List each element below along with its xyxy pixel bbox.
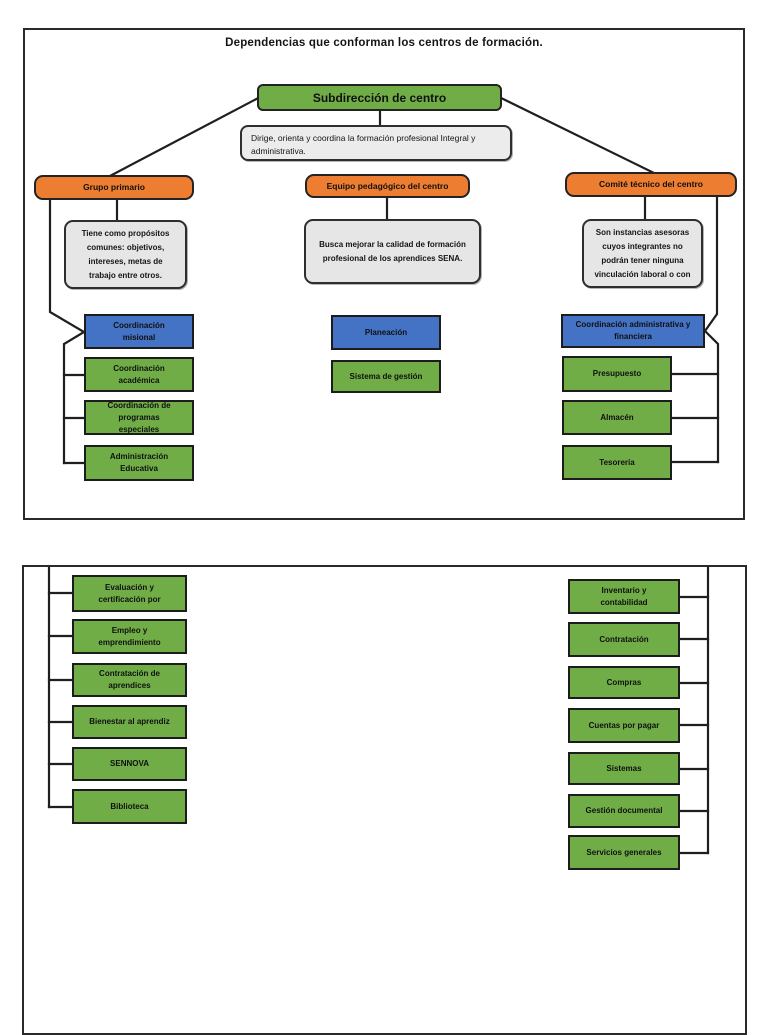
document-page-2: Evaluación y certificación por Empleo y … bbox=[22, 565, 747, 1035]
note-comite-tecnico: Son instancias asesoras cuyos integrante… bbox=[582, 219, 703, 288]
note-equipo-pedagogico: Busca mejorar la calidad de formación pr… bbox=[304, 219, 481, 284]
node-coordinacion-academica: Coordinación académica bbox=[84, 357, 194, 392]
node-equipo-pedagogico: Equipo pedagógico del centro bbox=[305, 174, 470, 198]
node-gestion-documental: Gestión documental bbox=[568, 794, 680, 828]
node-sistemas: Sistemas bbox=[568, 752, 680, 785]
node-coordinacion-administrativa: Coordinación administrativa y financiera bbox=[561, 314, 705, 348]
note-grupo-primario: Tiene como propósitos comunes: objetivos… bbox=[64, 220, 187, 289]
note-subdireccion: Dirige, orienta y coordina la formación … bbox=[240, 125, 512, 161]
document-page-1: Dependencias que conforman los centros d… bbox=[23, 28, 745, 520]
diagram-title: Dependencias que conforman los centros d… bbox=[225, 37, 543, 49]
node-inventario-contabilidad: Inventario y contabilidad bbox=[568, 579, 680, 614]
node-contratacion: Contratación bbox=[568, 622, 680, 657]
node-empleo-emprendimiento: Empleo y emprendimiento bbox=[72, 619, 187, 654]
node-compras: Compras bbox=[568, 666, 680, 699]
node-coordinacion-misional: Coordinación misional bbox=[84, 314, 194, 349]
node-sistema-de-gestion: Sistema de gestión bbox=[331, 360, 441, 393]
node-sennova: SENNOVA bbox=[72, 747, 187, 781]
node-cuentas-por-pagar: Cuentas por pagar bbox=[568, 708, 680, 743]
node-evaluacion-certificacion: Evaluación y certificación por bbox=[72, 575, 187, 612]
node-administracion-educativa: Administración Educativa bbox=[84, 445, 194, 481]
node-subdireccion-de-centro: Subdirección de centro bbox=[257, 84, 502, 111]
node-contratacion-aprendices: Contratación de aprendices bbox=[72, 663, 187, 697]
node-planeacion: Planeación bbox=[331, 315, 441, 350]
node-grupo-primario: Grupo primario bbox=[34, 175, 194, 200]
node-almacen: Almacén bbox=[562, 400, 672, 435]
node-presupuesto: Presupuesto bbox=[562, 356, 672, 392]
node-biblioteca: Biblioteca bbox=[72, 789, 187, 824]
node-programas-especiales: Coordinación de programas especiales bbox=[84, 400, 194, 435]
node-comite-tecnico: Comité técnico del centro bbox=[565, 172, 737, 197]
node-tesoreria: Tesorería bbox=[562, 445, 672, 480]
node-bienestar-aprendiz: Bienestar al aprendiz bbox=[72, 705, 187, 739]
node-servicios-generales: Servicios generales bbox=[568, 835, 680, 870]
